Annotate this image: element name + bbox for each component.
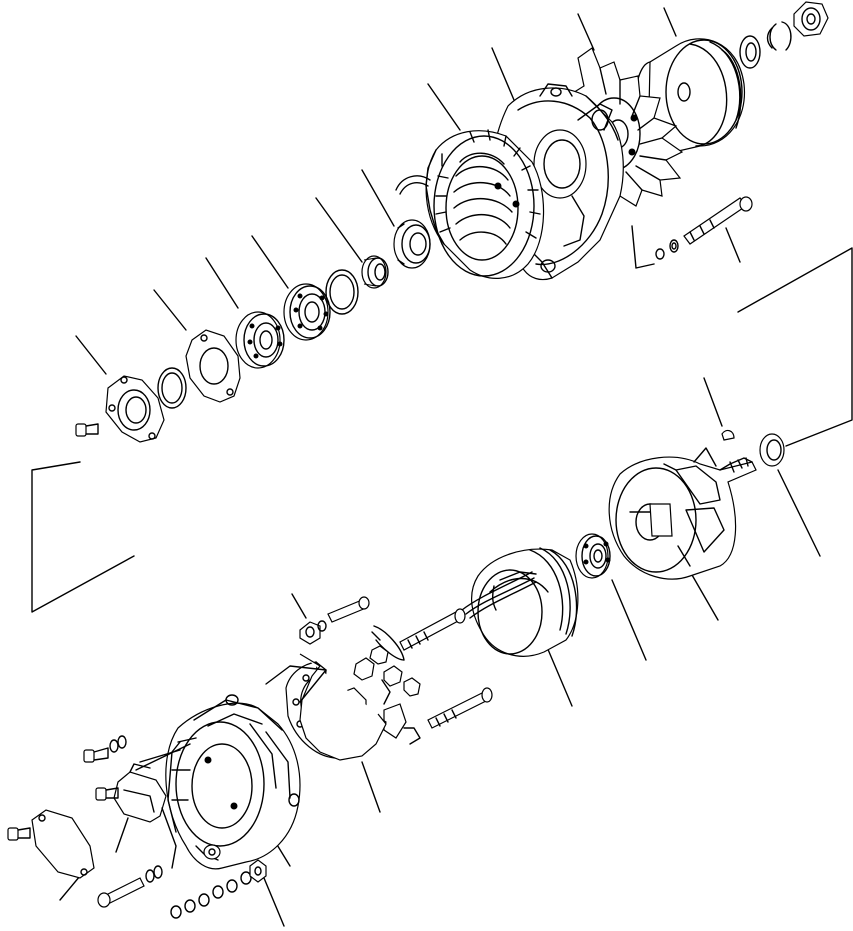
slip-ring-end-frame: [165, 694, 301, 870]
terminal-bolt: [299, 596, 370, 645]
front-ball-bearing: [283, 283, 331, 341]
lead-wires: [461, 571, 537, 619]
through-bolt-lower: [427, 687, 493, 729]
through-bolt-upper: [655, 196, 753, 260]
rear-ball-bearing: [575, 533, 611, 579]
regulator-screws: [83, 735, 127, 801]
snap-ring-upper: [325, 269, 359, 315]
bearing-cover: [105, 375, 165, 443]
regulator-cover-plate: [7, 809, 95, 879]
washer-row-bottom: [170, 859, 267, 919]
bearing-collar: [361, 255, 389, 289]
spacer-ring: [759, 433, 785, 467]
mounting-bolt-lower: [97, 865, 163, 908]
o-ring: [157, 367, 187, 409]
stator: [395, 129, 545, 279]
leader-lines: [59, 7, 821, 927]
shaft-nut: [793, 1, 829, 37]
connector-lines: [31, 225, 853, 613]
bearing-retainer-plate: [185, 329, 241, 403]
oil-seal: [393, 219, 431, 269]
woodruff-key: [721, 429, 735, 441]
cover-screw: [75, 423, 99, 437]
voltage-regulator: [113, 763, 167, 823]
rotor: [608, 447, 757, 580]
rear-stator-housing: [471, 547, 579, 657]
flat-washer: [739, 35, 761, 69]
wiring-lines: [135, 665, 327, 869]
heatsink-plate: [299, 653, 387, 761]
diode-nuts: [353, 645, 421, 705]
spring-washer: [766, 21, 792, 51]
through-bolt-middle: [399, 608, 466, 651]
second-ball-bearing: [235, 311, 285, 369]
